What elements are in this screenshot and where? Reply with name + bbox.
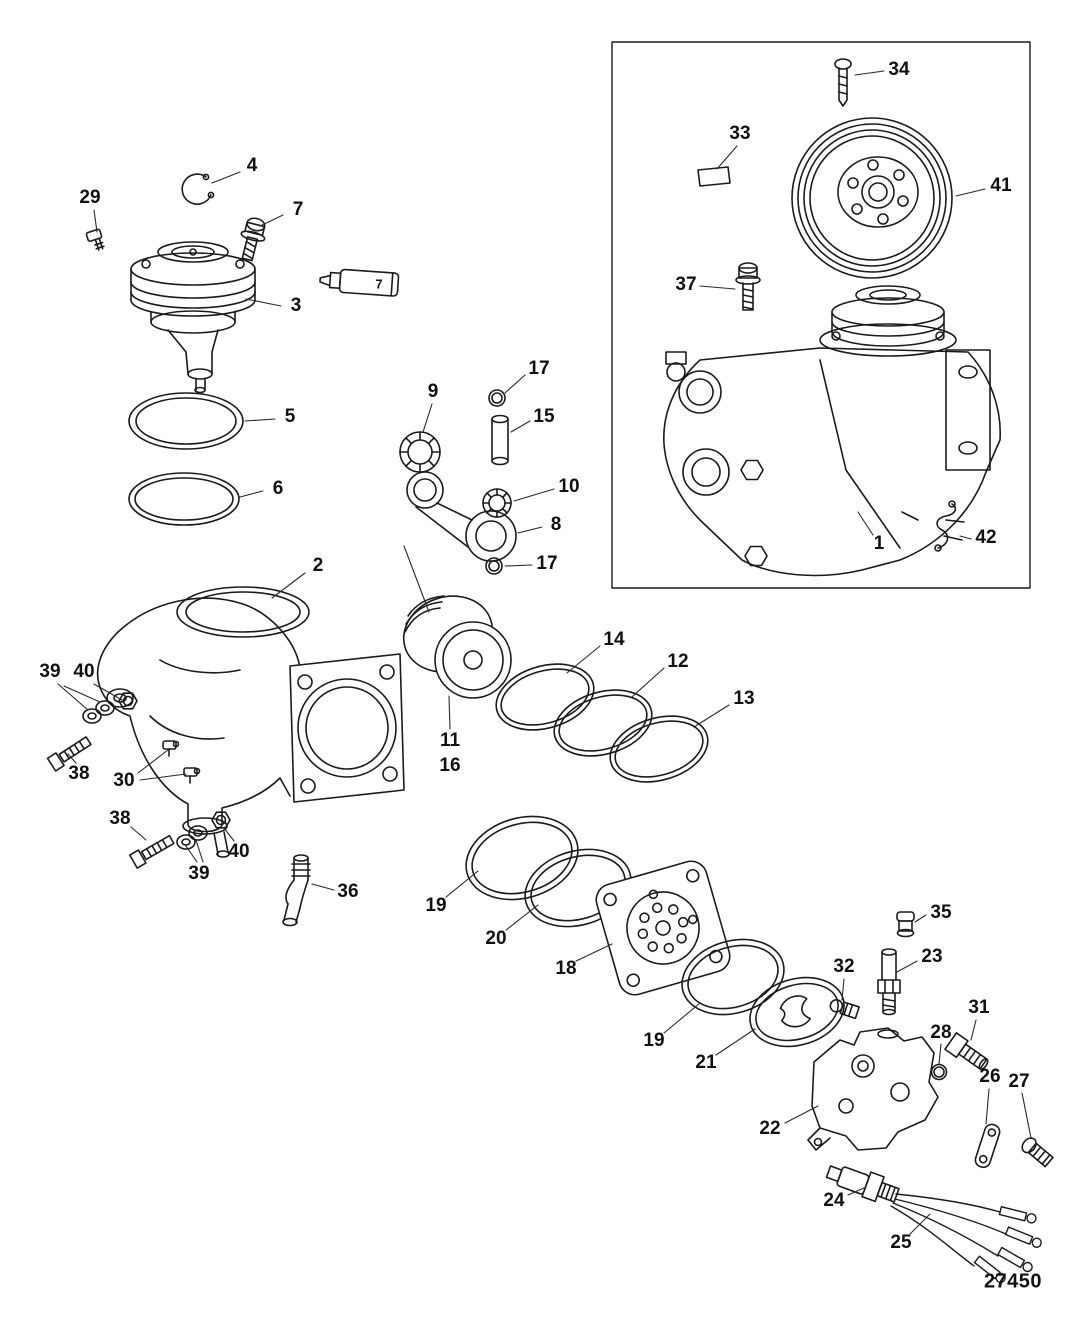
callout-39-b: 39: [188, 863, 210, 884]
part-ring-17a: [488, 389, 506, 407]
callout-34: 34: [888, 59, 910, 80]
part-sensor-24: [825, 1165, 900, 1203]
inset-box: [611, 41, 1031, 589]
part-piston-pin-15: [491, 414, 509, 466]
part-fitting-35: [896, 911, 915, 938]
part-ring-17b: [485, 557, 503, 575]
part-piston-ring-14: [495, 663, 595, 731]
part-bolt-27: [1021, 1137, 1054, 1168]
leader-lines: [57, 70, 1032, 1235]
part-needle-bearing-10: [482, 488, 512, 518]
part-screw-34: [834, 58, 852, 107]
part-fitting-31: [944, 1032, 989, 1071]
callout-19: 19: [425, 895, 447, 916]
part-oring-5: [128, 392, 244, 450]
callout-40-b: 40: [228, 841, 250, 862]
part-pulley-41: [791, 117, 953, 279]
callout-28: 28: [930, 1022, 952, 1043]
callout-32: 32: [833, 956, 855, 977]
callout-33: 33: [729, 123, 751, 144]
callout-12: 12: [667, 651, 689, 672]
part-washers-39a: [82, 700, 115, 724]
callout-13: 13: [733, 688, 755, 709]
callout-25: 25: [890, 1232, 912, 1253]
part-oring-28: [930, 1063, 948, 1081]
part-piston-11-16: [402, 595, 512, 699]
callout-5: 5: [284, 406, 296, 427]
callout-22: 22: [759, 1118, 781, 1139]
callout-38: 38: [68, 763, 90, 784]
part-crankcase-2: [96, 586, 405, 858]
callout-16: 16: [439, 755, 461, 776]
callout-17-b: 17: [536, 553, 558, 574]
part-screw-38b: [128, 834, 175, 869]
callout-18: 18: [555, 958, 577, 979]
callout-8: 8: [550, 514, 562, 535]
part-gasket-19b: [681, 938, 785, 1016]
callout-9: 9: [427, 381, 439, 402]
part-fitting-32: [829, 999, 860, 1020]
callout-19-b: 19: [643, 1030, 665, 1051]
tube-marking-text: 7: [375, 276, 383, 292]
part-piston-ring-13: [609, 715, 709, 783]
callout-35: 35: [930, 902, 952, 923]
callout-20: 20: [485, 928, 507, 949]
part-sealant-tube: [319, 268, 400, 297]
callout-6: 6: [272, 478, 284, 499]
part-clip-42: [934, 500, 965, 552]
callout-14: 14: [603, 629, 625, 650]
part-nut-40b: [211, 811, 231, 829]
callout-11: 11: [439, 730, 461, 751]
part-gasket-20: [524, 848, 632, 928]
part-harness-25: [890, 1193, 1042, 1284]
part-valve-23: [877, 948, 901, 1016]
callout-29: 29: [79, 187, 101, 208]
part-bolt-7: [240, 217, 266, 262]
callout-21: 21: [695, 1052, 717, 1073]
drawing-number: 27450: [983, 1270, 1043, 1293]
callout-27: 27: [1008, 1071, 1030, 1092]
callout-4: 4: [246, 155, 258, 176]
part-fitting-29: [85, 228, 105, 251]
callout-40: 40: [73, 661, 95, 682]
callout-3: 3: [290, 295, 302, 316]
callout-1: 1: [873, 533, 885, 554]
callout-10: 10: [558, 476, 580, 497]
callout-15: 15: [533, 406, 555, 427]
part-nut-40a: [118, 692, 138, 710]
callout-23: 23: [921, 946, 943, 967]
part-fittings-30: [162, 740, 201, 784]
part-needle-bearing-9: [399, 431, 441, 473]
callout-26: 26: [979, 1066, 1001, 1087]
part-compressor-assembly-1: [663, 285, 1001, 577]
part-retaining-ring-4: [181, 173, 215, 205]
callout-24: 24: [823, 1190, 845, 1211]
callout-17: 17: [528, 358, 550, 379]
part-connecting-rod-8: [406, 471, 517, 562]
part-head-assembly-3: [130, 241, 256, 394]
callout-2: 2: [312, 555, 324, 576]
callout-30: 30: [113, 770, 135, 791]
part-valve-plate-18: [595, 860, 731, 996]
callout-38-b: 38: [109, 808, 131, 829]
part-bracket-26: [974, 1123, 1001, 1169]
callout-41: 41: [990, 175, 1012, 196]
part-screw-38a: [46, 736, 92, 772]
callout-36: 36: [337, 881, 359, 902]
part-decal-33: [697, 166, 731, 187]
part-elbow-fitting-36: [282, 854, 311, 927]
callout-37: 37: [675, 274, 697, 295]
callout-39: 39: [39, 661, 61, 682]
part-oring-6: [128, 472, 240, 526]
callout-31: 31: [968, 997, 990, 1018]
callout-42: 42: [975, 527, 997, 548]
callout-7: 7: [292, 199, 304, 220]
part-piston-ring-12: [553, 689, 653, 757]
part-washers-39b: [176, 825, 208, 850]
part-manifold-22: [807, 1027, 939, 1151]
part-bolt-37: [735, 262, 761, 311]
